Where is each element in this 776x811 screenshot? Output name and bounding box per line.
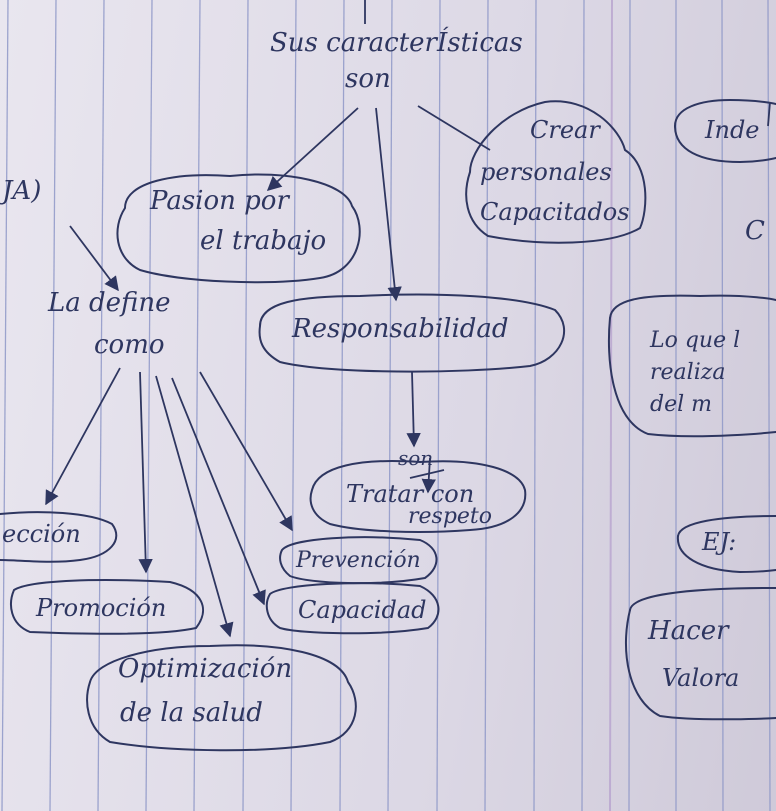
optimizacion-line-2: de la salud [120, 698, 263, 728]
promocion-label: Promoción [36, 594, 167, 622]
define-line-1: La define [48, 288, 171, 318]
valora-label: Valora [662, 664, 740, 692]
lo-que-line-3: del m [650, 392, 712, 417]
optimizacion-line-1: Optimización [118, 654, 293, 684]
pasion-line-2: el trabajo [200, 226, 327, 256]
ej-fragment: EJ: [702, 528, 737, 556]
crear-line-3: Capacitados [480, 198, 630, 226]
inde-fragment: Inde [705, 116, 760, 144]
c-fragment: C [745, 216, 765, 246]
capacidad-label: Capacidad [298, 596, 427, 624]
hacer-label: Hacer [648, 616, 729, 646]
crear-line-2: personales [480, 158, 612, 186]
lo-que-line-2: realiza [650, 360, 726, 385]
ja-fragment: JA) [2, 176, 42, 206]
connector-arrows [45, 107, 436, 638]
tratar-line-1: Tratar con [346, 480, 475, 508]
lo-que-line-1: Lo que l [650, 328, 741, 353]
tratar-line-2: respeto [408, 504, 493, 529]
responsabilidad-label: Responsabilidad [292, 314, 509, 344]
crear-line-1: Crear [530, 116, 600, 144]
header-line-1: Sus caracterÍsticas [270, 28, 523, 58]
define-line-2: como [94, 330, 165, 360]
son-label: son [398, 446, 434, 470]
pasion-line-1: Pasion por [150, 186, 289, 216]
eccion-fragment: ección [2, 520, 81, 548]
cloud-bubbles [0, 98, 776, 752]
prevencion-label: Prevención [296, 548, 421, 573]
header-line-2: son [345, 64, 391, 94]
